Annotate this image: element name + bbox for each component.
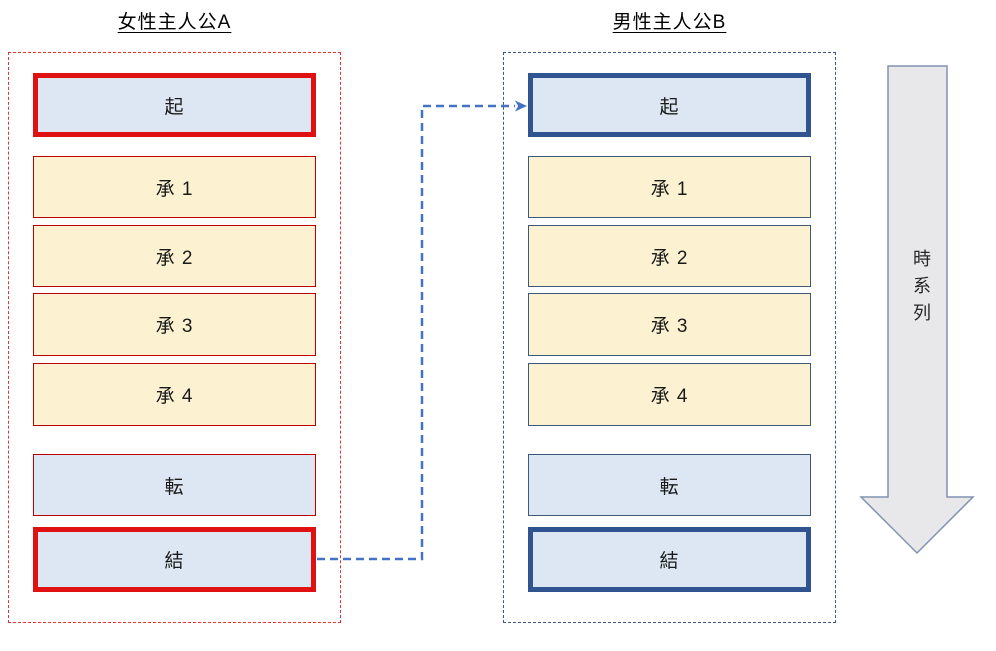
right-box-ten: 転 bbox=[528, 454, 811, 516]
left-box-sho-2: 承 2 bbox=[33, 225, 316, 287]
right-box-sho-2: 承 2 bbox=[528, 225, 811, 287]
right-box-ketsu: 結 bbox=[528, 527, 811, 592]
timeline-label: 時系列 bbox=[911, 249, 931, 330]
right-column-title: 男性主人公B bbox=[612, 12, 727, 33]
left-box-ki: 起 bbox=[33, 73, 316, 137]
right-box-sho-1: 承 1 bbox=[528, 156, 811, 218]
left-column-title: 女性主人公A bbox=[117, 12, 232, 33]
left-box-ketsu: 結 bbox=[33, 527, 316, 592]
ketsu-to-ki-connector-arrow bbox=[317, 100, 527, 561]
right-box-sho-4: 承 4 bbox=[528, 363, 811, 426]
right-box-sho-3: 承 3 bbox=[528, 293, 811, 356]
right-box-ki: 起 bbox=[528, 73, 811, 137]
left-box-sho-1: 承 1 bbox=[33, 156, 316, 218]
left-box-sho-3: 承 3 bbox=[33, 293, 316, 356]
left-box-sho-4: 承 4 bbox=[33, 363, 316, 426]
left-box-ten: 転 bbox=[33, 454, 316, 516]
